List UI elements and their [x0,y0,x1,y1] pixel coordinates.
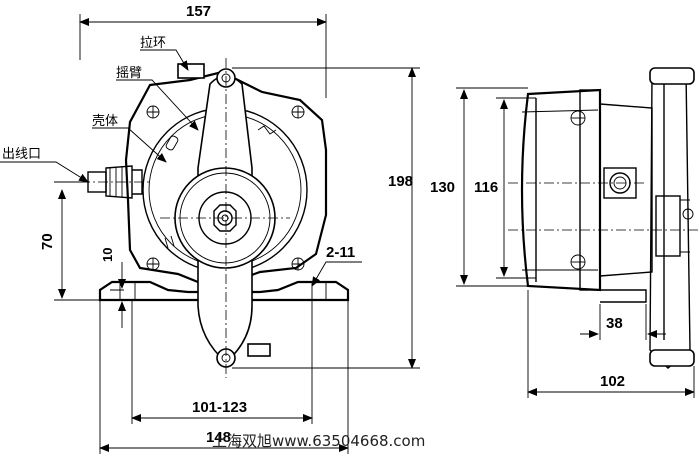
label-housing: 壳体 [92,114,118,129]
dimension-lines [0,14,695,454]
dim-overall-width: 157 [186,3,211,20]
side-screw-icon [570,254,586,270]
dim-side-height: 130 [430,179,455,196]
housing-outline [124,70,328,284]
front-view [62,58,350,378]
corner-screw-icon [291,257,305,271]
label-cable-outlet: 出线口 [2,147,41,162]
dim-mounting-holes: 2-11 [326,244,355,261]
pull-ring-block [177,63,205,79]
dim-overall-height: 198 [388,173,413,190]
label-rocker-arm: 摇臂 [116,66,142,81]
side-bottom-pin [649,349,695,367]
label-pull-ring: 拉环 [140,36,166,51]
dim-hole-spacing: 101-123 [192,399,247,416]
dim-side-depth: 102 [600,373,625,390]
corner-screw-icon [291,105,305,119]
dim-side-base-depth: 38 [606,315,623,332]
side-view [508,67,700,369]
watermark: 上海双旭www.63504668.com [212,432,425,450]
base-plate [98,280,350,302]
side-top-pin [649,67,695,85]
dim-base-width: 148 [206,429,231,446]
corner-screw-icon [146,257,160,271]
cable-gland [87,165,143,199]
corner-screw-icon [146,105,160,119]
dim-outlet-height: 70 [39,233,56,250]
side-screw-icon [570,110,586,126]
dim-side-inner-height: 116 [474,179,498,196]
side-mount-plate [579,89,601,291]
dim-base-thickness: 10 [100,248,115,262]
side-base-foot [600,289,647,303]
side-body [520,88,602,292]
